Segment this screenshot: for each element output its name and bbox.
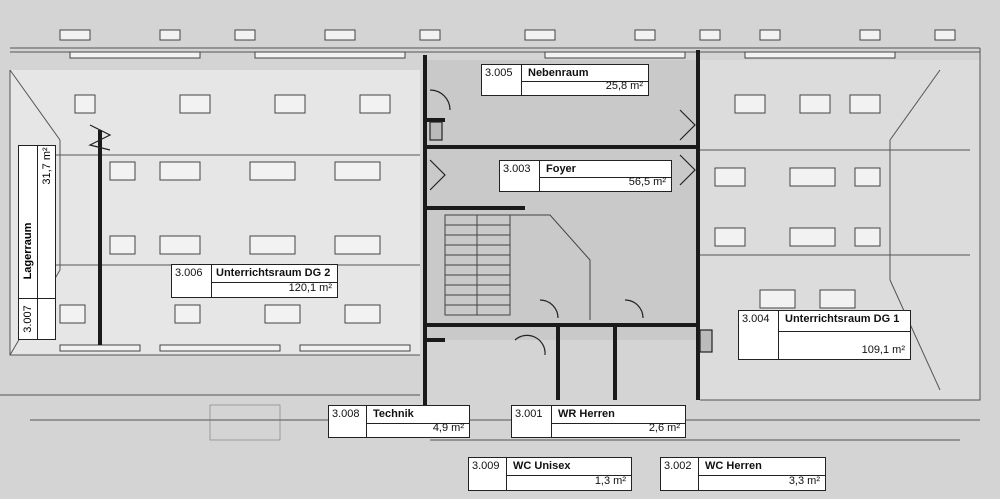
room-label-3007: 3.007 Lagerraum 31,7 m² — [18, 145, 56, 340]
room-name: Lagerraum — [22, 222, 34, 280]
room-area: 2,6 m² — [648, 422, 680, 434]
room-label-3004: 3.004 Unterrichtsraum DG 1 109,1 m² — [738, 310, 911, 360]
room-area: 1,3 m² — [594, 475, 626, 487]
room-name: Foyer — [546, 163, 576, 175]
room-name: WR Herren — [558, 408, 615, 420]
room-label-3003: 3.003 Foyer 56,5 m² — [499, 160, 672, 192]
room-name: Unterrichtsraum DG 2 — [216, 267, 331, 279]
room-label-3005: 3.005 Nebenraum 25,8 m² — [481, 64, 649, 96]
central-core-area — [425, 60, 700, 340]
room-name: WC Unisex — [513, 460, 571, 472]
room-number: 3.008 — [329, 406, 367, 437]
room-name: Nebenraum — [528, 67, 589, 79]
room-area: 3,3 m² — [788, 475, 820, 487]
room-number: 3.006 — [172, 265, 212, 297]
room-area: 25,8 m² — [605, 80, 643, 92]
room-label-3002: 3.002 WC Herren 3,3 m² — [660, 457, 826, 491]
room-area: 109,1 m² — [861, 344, 905, 356]
room-name: Technik — [373, 408, 414, 420]
drawing-notes — [209, 404, 281, 441]
eave-details — [59, 29, 956, 352]
room-label-3001: 3.001 WR Herren 2,6 m² — [511, 405, 686, 438]
room-number: 3.001 — [512, 406, 552, 437]
room-label-3009: 3.009 WC Unisex 1,3 m² — [468, 457, 632, 491]
room-number: 3.009 — [469, 458, 507, 490]
room-label-3006: 3.006 Unterrichtsraum DG 2 120,1 m² — [171, 264, 338, 298]
room-label-3008: 3.008 Technik 4,9 m² — [328, 405, 470, 438]
room-area: 31,7 m² — [41, 147, 53, 185]
room-area: 4,9 m² — [432, 422, 464, 434]
roof-windows — [59, 94, 881, 324]
room-area: 120,1 m² — [288, 282, 332, 294]
room-name: WC Herren — [705, 460, 762, 472]
room-number: 3.007 — [22, 305, 34, 333]
doors — [88, 89, 713, 356]
room-number: 3.003 — [500, 161, 540, 191]
walls — [98, 50, 700, 405]
room-number: 3.004 — [739, 311, 779, 359]
room-name: Unterrichtsraum DG 1 — [785, 313, 900, 325]
room-number: 3.005 — [482, 65, 522, 95]
room-area: 56,5 m² — [628, 176, 666, 188]
staircase — [444, 214, 591, 320]
room-number: 3.002 — [661, 458, 699, 490]
